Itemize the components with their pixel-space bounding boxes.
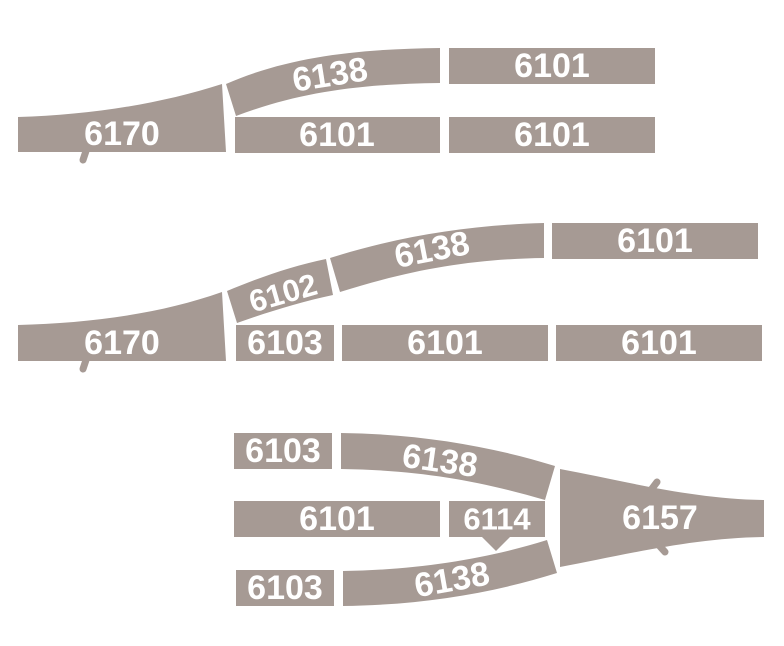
track-piece-6138 (226, 48, 440, 116)
track-label-6101: 6101 (299, 500, 375, 538)
joint-mark (79, 144, 91, 164)
track-label-6101-mid: 6101 (299, 116, 375, 154)
track-label-6103-top: 6103 (245, 432, 321, 470)
track-piece-6157 (560, 469, 764, 567)
track-piece-6101 (234, 501, 440, 537)
track-piece-6101-right (556, 325, 762, 361)
track-label-6101-right: 6101 (621, 324, 697, 362)
track-label-6102: 6102 (245, 267, 321, 320)
track-label-6103: 6103 (247, 324, 323, 362)
track-piece-6138 (330, 223, 544, 292)
track-label-6170: 6170 (84, 324, 160, 362)
layout-1: 6170 6138 6101 6101 6101 (18, 47, 655, 164)
track-label-6101-mid: 6101 (407, 324, 483, 362)
track-piece-6103-bottom (236, 570, 334, 606)
track-piece-6103-top (234, 433, 332, 469)
track-label-6103-bottom: 6103 (247, 569, 323, 607)
joint-mark (644, 478, 661, 498)
track-label-6101-right: 6101 (514, 116, 590, 154)
track-label-6138: 6138 (290, 50, 371, 99)
track-piece-6138-top (341, 433, 555, 500)
joint-mark (652, 538, 669, 556)
track-piece-6101-mid (342, 325, 548, 361)
layout-2: 6170 6102 6138 6101 6103 6101 6101 (18, 222, 762, 373)
track-label-6138-bottom: 6138 (411, 555, 492, 606)
track-piece-6138-bottom (343, 540, 557, 606)
track-piece-6102 (227, 259, 333, 323)
joint-mark (79, 353, 91, 373)
track-piece-6170 (18, 84, 226, 152)
track-label-6138: 6138 (391, 224, 473, 276)
track-piece-6101-top (552, 223, 758, 259)
track-label-6138-top: 6138 (400, 437, 480, 485)
layout-3: 6103 6138 6101 6114 6157 6103 6138 (234, 432, 764, 607)
track-piece-6101-right (449, 117, 655, 153)
track-piece-6101-mid (235, 117, 440, 153)
track-piece-6103 (236, 325, 334, 361)
track-piece-6170 (18, 292, 226, 361)
track-label-6170: 6170 (84, 115, 160, 153)
track-label-6114: 6114 (463, 502, 531, 537)
track-label-6101-top: 6101 (617, 222, 693, 260)
track-piece-6114 (449, 501, 545, 551)
track-piece-6101-top (449, 48, 655, 84)
track-label-6101-top: 6101 (514, 47, 590, 85)
track-label-6157: 6157 (622, 499, 698, 537)
